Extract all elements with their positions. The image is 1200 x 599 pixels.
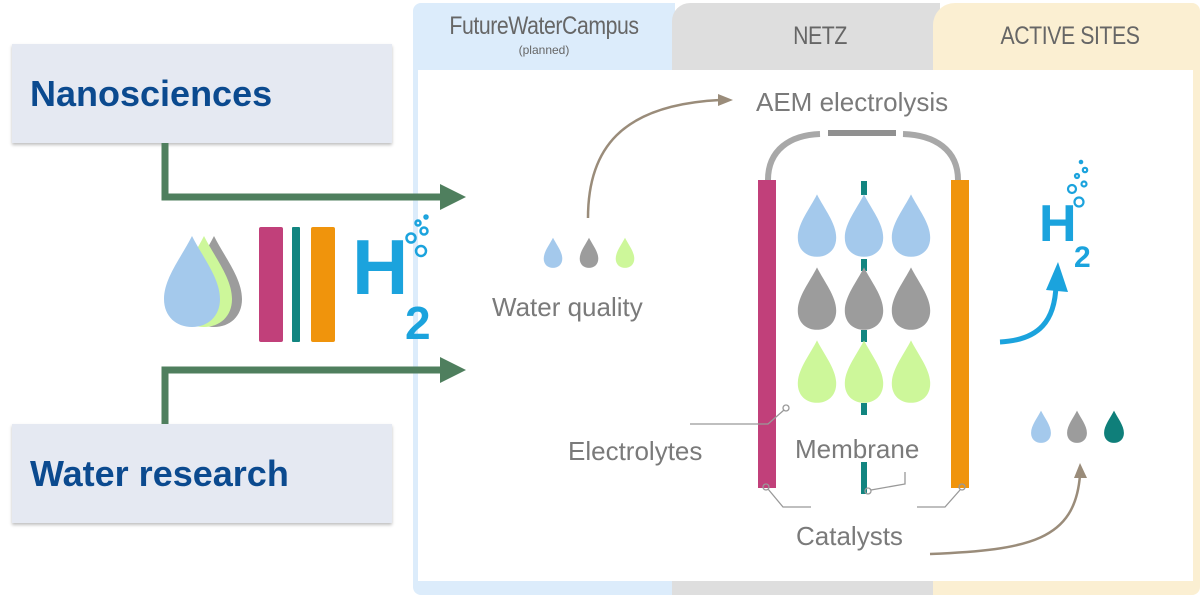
membrane-label: Membrane (795, 434, 920, 464)
electrode-cathode (951, 180, 969, 488)
aem-cell-circuit (765, 130, 961, 181)
h2-right-subscript: 2 (1074, 241, 1091, 274)
netz-title: NETZ (793, 22, 847, 50)
water-research-box: Water research (12, 424, 392, 523)
membrane-teal-icon (292, 227, 300, 342)
active-sites-drops (1031, 410, 1124, 443)
leader-lines (690, 404, 966, 508)
electrode-orange-icon (311, 227, 335, 342)
water-research-arrowhead (440, 357, 466, 383)
h2-left-subscript: 2 (405, 297, 431, 349)
h2-right-letter: H (1039, 195, 1077, 253)
future-water-campus-title: FutureWaterCampus (449, 12, 639, 40)
water-quality-arrowhead (718, 94, 733, 106)
h2-rising-arrowhead (1046, 262, 1068, 292)
h2-left-letter: H (352, 223, 409, 311)
active-sites-title: ACTIVE SITES (1000, 22, 1140, 50)
water-research-arrow (161, 366, 445, 424)
aem-electrolysis-label: AEM electrolysis (756, 87, 949, 117)
nanosciences-arrow (161, 143, 445, 201)
water-quality-drops (543, 237, 635, 268)
h2-right-bubbles-icon (1066, 159, 1089, 208)
catalysts-label: Catalysts (796, 521, 903, 551)
electrode-anode (758, 180, 776, 488)
electrode-magenta-icon (259, 227, 283, 342)
water-quality-label: Water quality (492, 292, 643, 322)
membrane (861, 181, 867, 494)
stacked-drops-icon (164, 236, 242, 327)
electrolysis-drop-grid (797, 194, 931, 403)
catalysts-arrowhead (1074, 463, 1087, 478)
catalysts-to-active-sites-arrow (929, 474, 1082, 556)
h2-rising-arrow (999, 284, 1059, 345)
electrolytes-label: Electrolytes (568, 436, 703, 466)
future-water-campus-subtitle: (planned) (518, 43, 570, 57)
nanosciences-box: Nanosciences (12, 44, 392, 143)
nanosciences-arrowhead (440, 184, 466, 210)
water-quality-to-aem-arrow (586, 98, 721, 219)
h2-bubbles-icon (405, 214, 429, 258)
